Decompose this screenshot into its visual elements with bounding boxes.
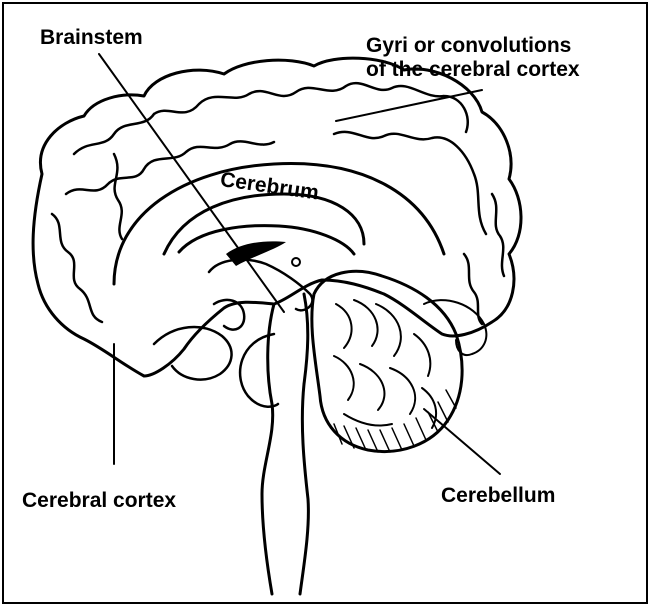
label-cerebral-cortex: Cerebral cortex: [22, 489, 176, 513]
label-cerebellum: Cerebellum: [441, 484, 555, 508]
brainstem-outline: [262, 304, 274, 594]
cerebrum-outline: [33, 58, 521, 376]
gyri-leader-line: [336, 90, 482, 121]
diagram-frame: Brainstem Gyri or convolutions of the ce…: [2, 2, 648, 604]
ventricle-dot: [292, 258, 300, 266]
temporal-region: [154, 327, 232, 380]
label-gyri-line2: of the cerebral cortex: [366, 58, 580, 82]
brain-sagittal-illustration: [4, 4, 648, 604]
brainstem-outline-right: [300, 294, 308, 594]
pons-bulge: [240, 334, 278, 407]
label-brainstem: Brainstem: [40, 26, 143, 50]
cerebellum-leader-line: [424, 409, 500, 474]
gyri-pattern-right: [464, 194, 504, 324]
gyri-pattern-left: [52, 154, 122, 322]
label-gyri: Gyri or convolutions of the cerebral cor…: [366, 34, 580, 82]
label-gyri-line1: Gyri or convolutions: [366, 34, 571, 57]
